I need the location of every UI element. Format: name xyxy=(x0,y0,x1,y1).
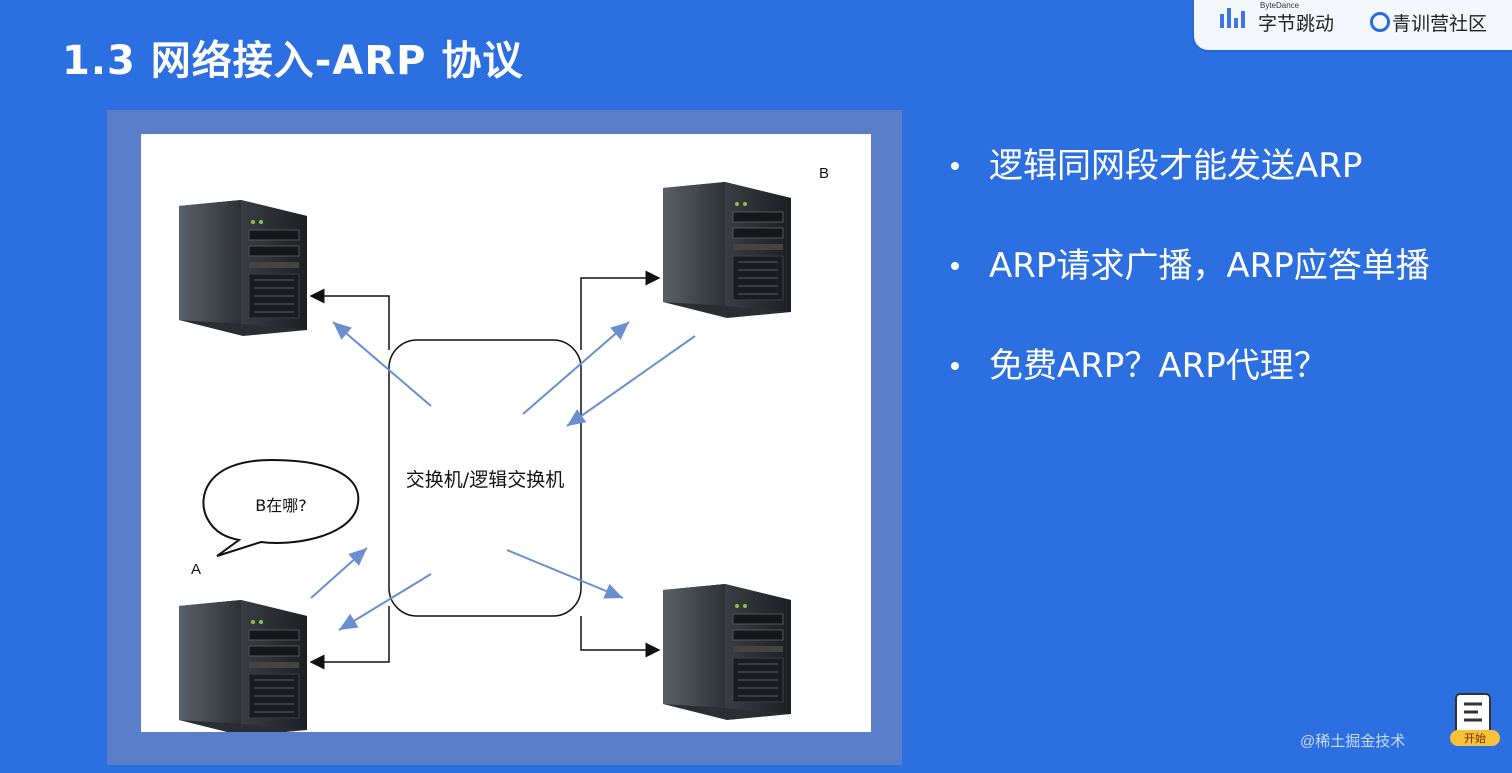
bullet-text: ARP请求广播，ARP应答单播 xyxy=(989,246,1430,286)
bytedance-small-text: ByteDance xyxy=(1260,1,1300,10)
speech-bubble xyxy=(202,458,360,557)
arp-diagram: 交换机/逻辑交换机 B在哪? A B xyxy=(141,134,871,732)
link-switch-bottom-right xyxy=(580,616,661,658)
bytedance-logo-icon xyxy=(1220,8,1248,28)
badge-icon: 开始 xyxy=(1450,693,1500,746)
host-b-label: B xyxy=(819,165,829,182)
switch-label: 交换机/逻辑交换机 xyxy=(406,469,564,491)
bullet-dot-icon xyxy=(951,362,959,370)
camp-name: 青训营社区 xyxy=(1392,13,1488,35)
badge-label: 开始 xyxy=(1464,731,1486,745)
bubble-text: B在哪? xyxy=(255,496,306,515)
server-top-left xyxy=(178,199,308,337)
bullet-item: ARP请求广播，ARP应答单播 xyxy=(945,240,1430,292)
link-switch-top-left xyxy=(309,288,390,350)
bullet-list: 逻辑同网段才能发送ARP ARP请求广播，ARP应答单播 免费ARP？ARP代理… xyxy=(945,140,1430,440)
broadcast-to-b xyxy=(522,321,630,415)
slide-title: 1.3 网络接入-ARP 协议 xyxy=(62,38,524,84)
arp-reply-switch-to-a xyxy=(338,573,432,631)
camp-logo-icon xyxy=(1370,12,1390,32)
bullet-text: 免费ARP？ARP代理？ xyxy=(989,346,1328,386)
server-bottom-right xyxy=(662,583,792,721)
bullet-text: 逻辑同网段才能发送ARP xyxy=(989,146,1363,186)
arp-request-a-to-switch xyxy=(310,547,368,599)
start-badge[interactable]: 开始 xyxy=(1448,690,1504,748)
bullet-dot-icon xyxy=(951,162,959,170)
arp-reply-b-to-switch xyxy=(566,335,696,427)
link-switch-bottom-left xyxy=(309,606,390,670)
bullet-item: 逻辑同网段才能发送ARP xyxy=(945,140,1430,192)
brand-logos: ByteDance 字节跳动 青训营社区 xyxy=(1194,0,1512,50)
bytedance-name: 字节跳动 xyxy=(1258,13,1335,35)
link-switch-top-right xyxy=(580,270,661,350)
server-bottom-left-a xyxy=(178,599,308,732)
footer-watermark: @稀土掘金技术 xyxy=(1300,733,1406,750)
arp-diagram-svg: 交换机/逻辑交换机 B在哪? A B xyxy=(178,165,829,732)
switch-box xyxy=(388,339,582,617)
broadcast-to-top-left xyxy=(332,321,432,407)
bullet-item: 免费ARP？ARP代理？ xyxy=(945,340,1430,392)
server-top-right-b xyxy=(662,181,792,319)
diagram-frame: 交换机/逻辑交换机 B在哪? A B xyxy=(107,110,902,765)
bullet-dot-icon xyxy=(951,262,959,270)
broadcast-to-bottom-right xyxy=(506,549,624,599)
host-a-label: A xyxy=(191,561,201,578)
